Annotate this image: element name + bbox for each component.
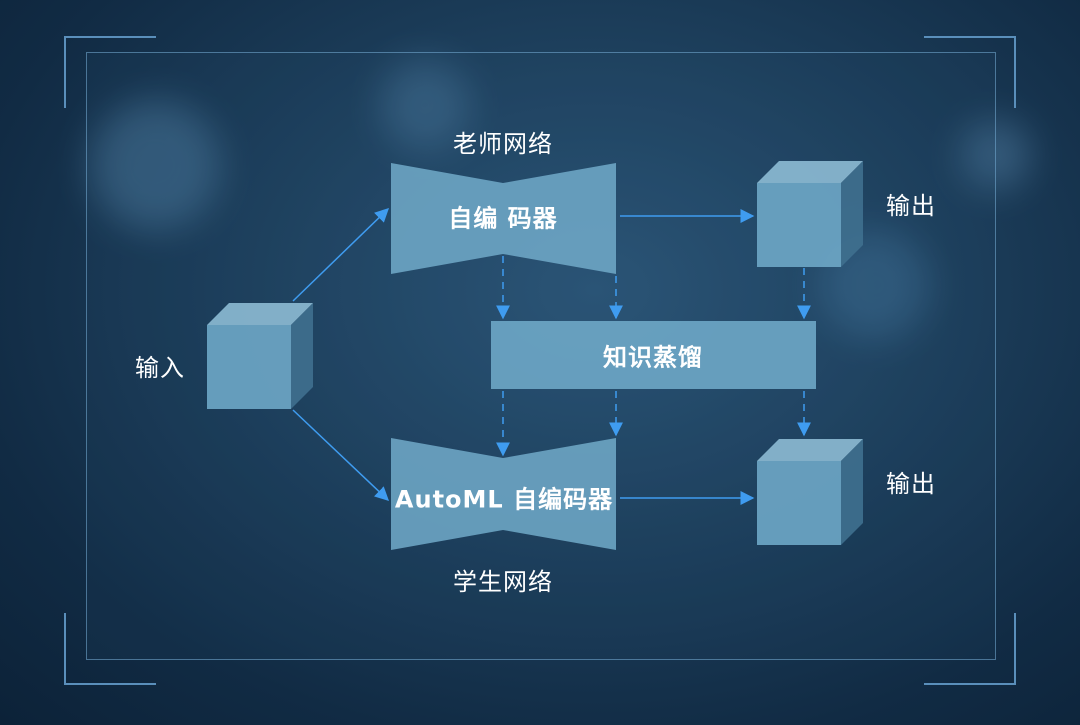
output-cube-top — [757, 161, 863, 267]
student-encoder-block — [391, 438, 616, 550]
arrow-input-to-student — [292, 409, 390, 501]
bokeh-light — [90, 100, 220, 230]
input-label: 输入 — [135, 354, 185, 382]
teacher-encoder-label: 自编 码器 — [448, 204, 558, 233]
output-top-label: 输出 — [886, 192, 936, 220]
teacher-encoder-block — [391, 163, 616, 274]
input-cube — [207, 303, 313, 409]
teacher-network-label: 老师网络 — [453, 130, 553, 158]
output-bottom-label: 输出 — [886, 470, 936, 498]
frame-corner-top-left — [64, 36, 156, 108]
frame-corner-bottom-right — [924, 613, 1016, 685]
distillation-block — [491, 321, 816, 389]
student-network-label: 学生网络 — [453, 568, 553, 596]
output-cube-bottom — [757, 439, 863, 545]
distillation-label: 知识蒸馏 — [603, 343, 703, 372]
student-encoder-label: AutoML 自编码器 — [394, 485, 614, 514]
bokeh-light — [380, 60, 470, 150]
arrow-input-to-teacher — [292, 208, 390, 302]
frame-corner-bottom-left — [64, 613, 156, 685]
frame-corner-top-right — [924, 36, 1016, 108]
